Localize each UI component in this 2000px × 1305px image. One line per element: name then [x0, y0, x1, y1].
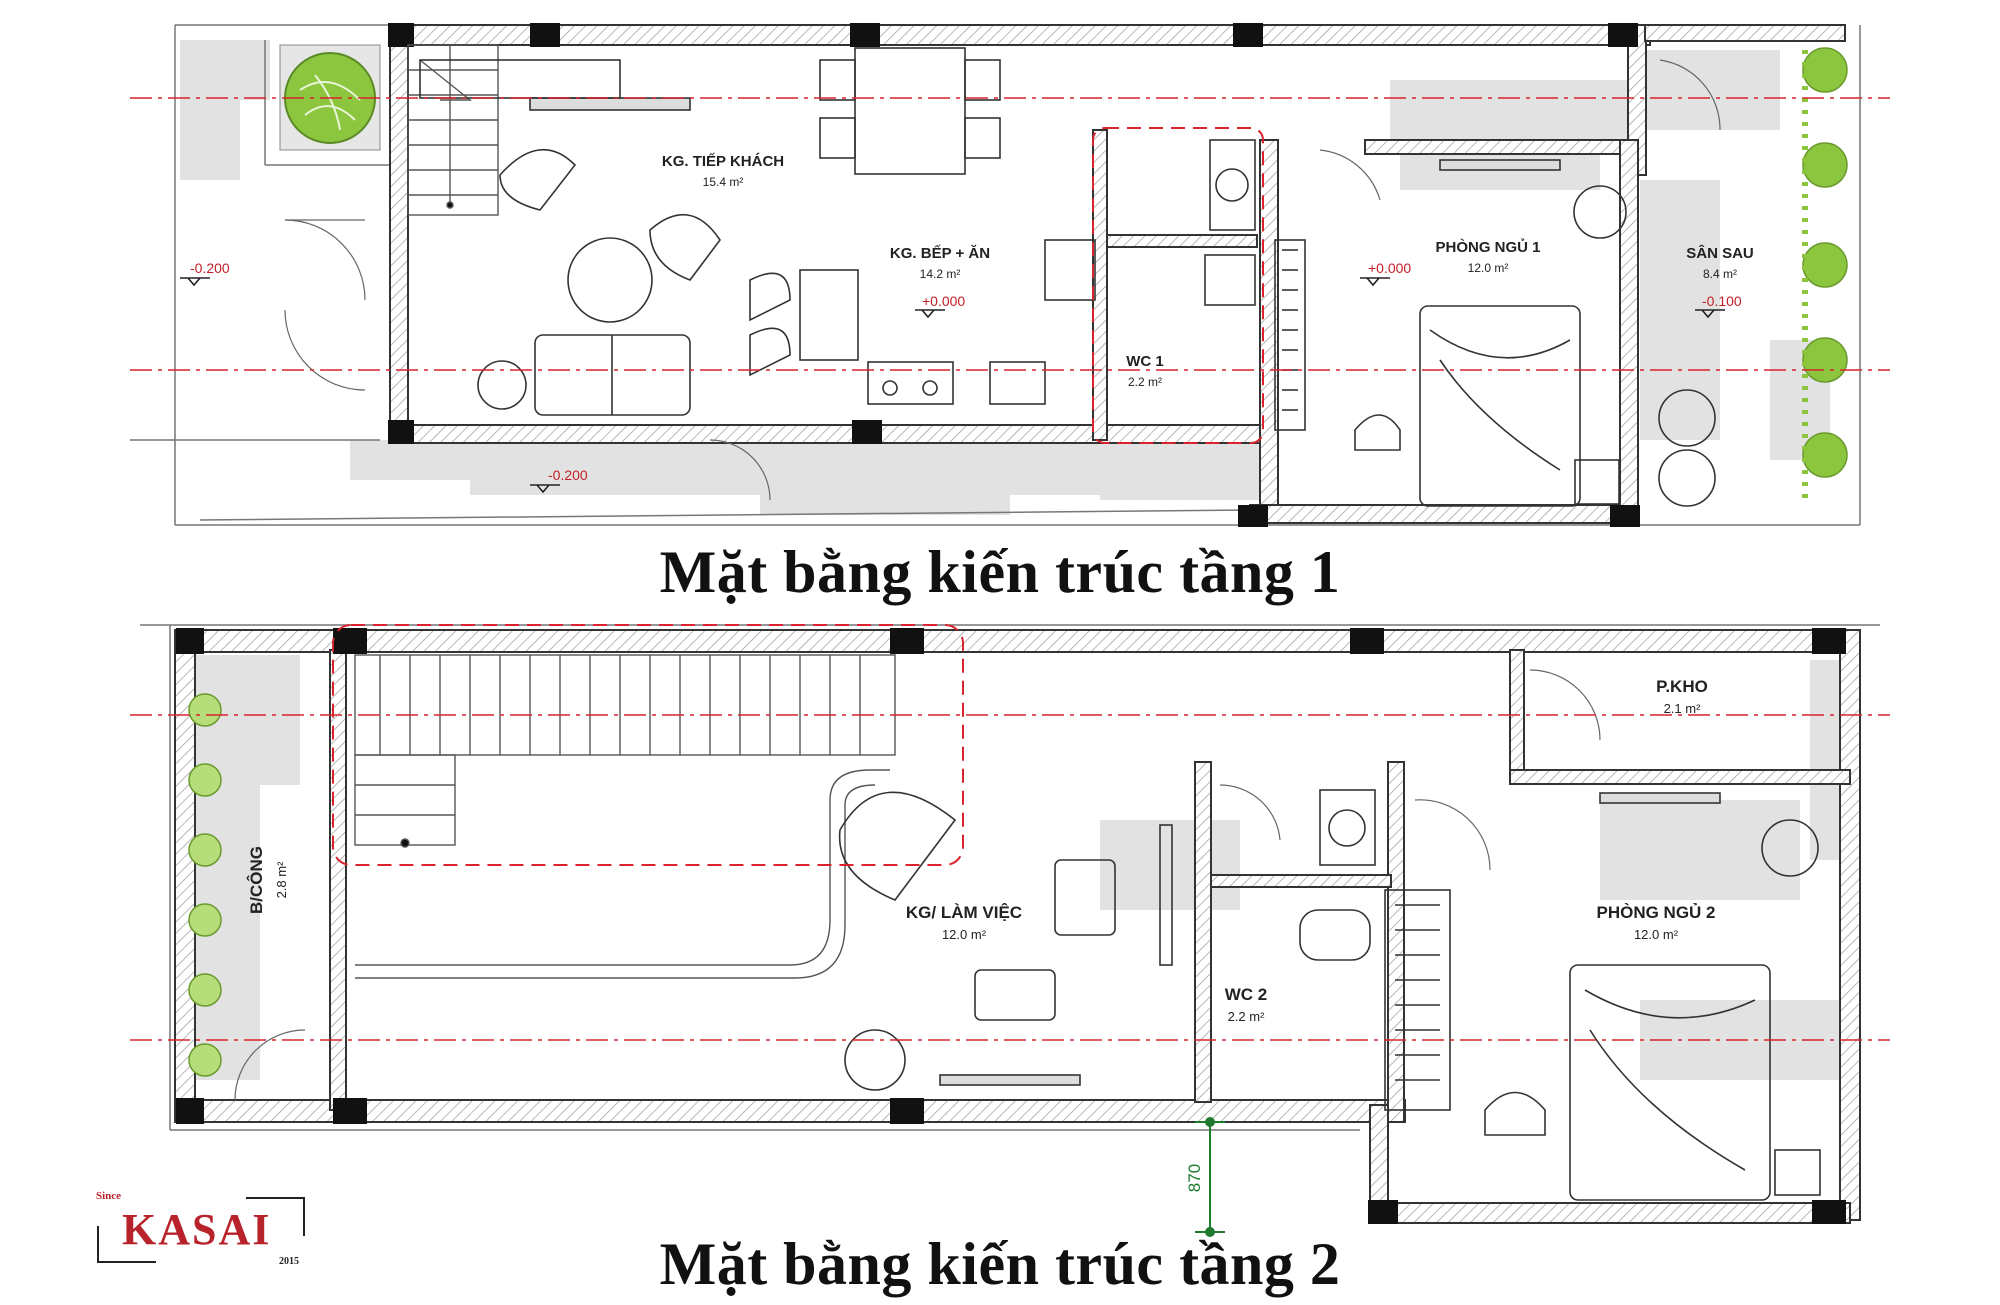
floor1-furniture	[419, 47, 1716, 507]
room-name-backyard: SÂN SAU	[1686, 244, 1754, 262]
floor1-wc-boundary	[1092, 127, 1264, 444]
floor2-plants	[188, 693, 222, 1077]
floor1-doors	[284, 59, 1721, 501]
dimension-label-870: 870	[1185, 1164, 1204, 1192]
room-area-wc1: 2.2 m²	[1128, 375, 1162, 389]
level-marker-kitchen: +0.000	[922, 293, 965, 309]
floor1-outline	[130, 24, 1861, 526]
room-area-workspace: 12.0 m²	[942, 927, 987, 942]
level-marker-sidewalk: -0.200	[548, 467, 588, 483]
floor2-stair-boundary	[332, 624, 964, 866]
room-name-wc2: WC 2	[1225, 985, 1268, 1004]
logo-name: KASAI	[122, 1205, 272, 1254]
floor2-axes	[130, 714, 1890, 1041]
room-name-storage: P.KHO	[1656, 677, 1708, 696]
floor2-stair	[354, 654, 896, 979]
floor1-plan	[130, 23, 1890, 527]
floor2-dimension-line	[1195, 1117, 1225, 1237]
room-area-kitchen: 14.2 m²	[920, 267, 961, 281]
logo-frame-icon	[97, 1197, 305, 1263]
level-marker-front: -0.200	[190, 260, 230, 276]
floor1-walls	[389, 24, 1846, 524]
floor1-plants-right	[1802, 47, 1848, 478]
floor2-shading	[180, 655, 1850, 1080]
floor1-stair	[407, 44, 499, 216]
room-area-bedroom1: 12.0 m²	[1468, 261, 1509, 275]
floor1-columns	[388, 23, 1640, 527]
floor2-furniture	[838, 789, 1821, 1201]
room-name-wc1: WC 1	[1126, 353, 1164, 370]
floor1-shading	[180, 40, 1830, 515]
floor2-title: Mặt bằng kiến trúc tầng 2	[659, 1231, 1341, 1297]
room-name-balcony: B/CÔNG	[247, 846, 266, 914]
floor2-labels: P.KHO 2.1 m² KG/ LÀM VIỆC 12.0 m² PHÒNG …	[247, 677, 1716, 1192]
room-name-living: KG. TIẾP KHÁCH	[662, 153, 784, 170]
floor2-walls	[174, 629, 1861, 1224]
logo-year: 2015	[279, 1256, 299, 1267]
floor1-level-markers	[180, 277, 1725, 494]
room-name-workspace: KG/ LÀM VIỆC	[906, 903, 1022, 922]
room-area-backyard: 8.4 m²	[1703, 267, 1737, 281]
room-name-bedroom2: PHÒNG NGỦ 2	[1596, 903, 1715, 922]
level-marker-backyard: -0.100	[1702, 293, 1742, 309]
floor1-labels: KG. TIẾP KHÁCH 15.4 m² KG. BẾP + ĂN 14.2…	[190, 153, 1754, 483]
room-area-storage: 2.1 m²	[1664, 701, 1702, 716]
floor1-axes	[130, 97, 1890, 371]
floor1-title: Mặt bằng kiến trúc tầng 1	[659, 539, 1341, 605]
level-marker-bedroom: +0.000	[1368, 260, 1411, 276]
floor2-plan	[130, 624, 1890, 1237]
logo-since: Since	[96, 1190, 122, 1202]
room-area-bedroom2: 12.0 m²	[1634, 927, 1679, 942]
kasai-logo: Since KASAI 2015	[96, 1190, 316, 1270]
room-area-balcony: 2.8 m²	[274, 861, 289, 899]
room-area-wc2: 2.2 m²	[1228, 1009, 1266, 1024]
floor2-doors	[234, 669, 1601, 1101]
room-name-bedroom1: PHÒNG NGỦ 1	[1435, 238, 1540, 256]
room-name-kitchen: KG. BẾP + ĂN	[890, 245, 990, 262]
room-area-living: 15.4 m²	[703, 175, 744, 189]
floor2-columns	[176, 628, 1846, 1224]
